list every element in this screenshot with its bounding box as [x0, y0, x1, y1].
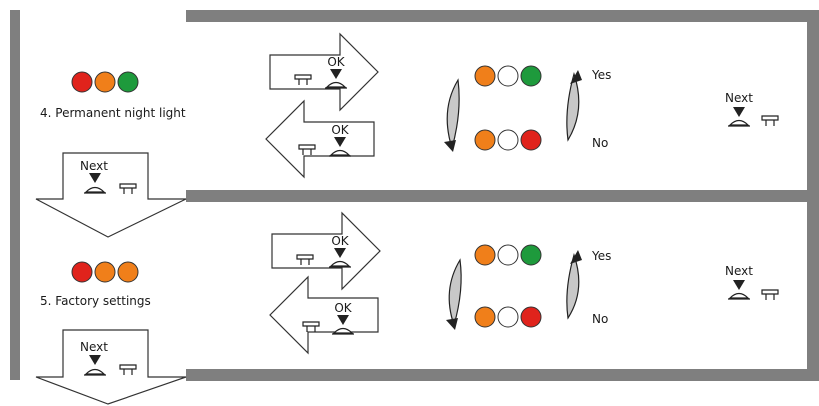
- next-label: Next: [725, 91, 753, 105]
- frame-left-bar: [10, 10, 20, 380]
- frame-bottom-bar: [186, 369, 819, 381]
- option-led: [497, 244, 519, 266]
- next-down-arrow: Next: [35, 152, 187, 238]
- ok-label: OK: [331, 234, 349, 248]
- press-indicator-icon: [733, 280, 745, 290]
- press-indicator-icon: [337, 315, 349, 325]
- dome-button-icon: [727, 292, 751, 300]
- dome-button-icon: [727, 119, 751, 127]
- option-led: [520, 306, 542, 328]
- ok-forward-arrow: OK: [269, 32, 379, 112]
- option-led: [497, 129, 519, 151]
- frame-middle-bar: [186, 190, 819, 202]
- section-factory-settings: 5. Factory settings OK OK: [35, 211, 779, 405]
- option-led: [474, 306, 496, 328]
- indicator-led: [94, 261, 116, 283]
- option-no-leds: [474, 129, 542, 151]
- option-no-leds: [474, 306, 542, 328]
- option-led: [497, 65, 519, 87]
- press-indicator-icon: [334, 137, 346, 147]
- option-led: [474, 244, 496, 266]
- next-label: Next: [80, 340, 108, 354]
- ok-forward-arrow: OK: [271, 211, 381, 291]
- section-title: 5. Factory settings: [40, 294, 151, 308]
- next-button-hint: Next: [725, 264, 779, 301]
- cycle-up-arrow-icon: [566, 250, 582, 320]
- cycle-down-arrow-icon: [446, 258, 462, 330]
- option-yes-leds: [474, 65, 542, 87]
- no-label: No: [592, 312, 608, 326]
- indicator-led: [71, 261, 93, 283]
- mushroom-button-icon: [761, 289, 779, 301]
- yes-label: Yes: [591, 249, 611, 263]
- cycle-up-arrow-icon: [566, 70, 582, 142]
- ok-label: OK: [334, 301, 352, 315]
- yes-label: Yes: [591, 68, 611, 82]
- ok-back-arrow: OK: [265, 99, 375, 179]
- indicator-led: [71, 71, 93, 93]
- next-button-hint: Next: [725, 91, 779, 127]
- ok-back-arrow: OK: [269, 275, 379, 355]
- ok-label: OK: [327, 55, 345, 69]
- option-led: [474, 65, 496, 87]
- option-led: [520, 129, 542, 151]
- mode-indicator-leds: [71, 261, 139, 283]
- option-led: [520, 65, 542, 87]
- ok-label: OK: [331, 123, 349, 137]
- press-indicator-icon: [89, 173, 101, 183]
- indicator-led: [117, 71, 139, 93]
- press-indicator-icon: [733, 107, 745, 117]
- option-led: [497, 306, 519, 328]
- mushroom-button-icon: [761, 115, 779, 127]
- next-down-arrow: Next: [35, 329, 187, 405]
- press-indicator-icon: [334, 248, 346, 258]
- indicator-led: [117, 261, 139, 283]
- press-indicator-icon: [89, 355, 101, 365]
- section-permanent-night-light: 4. Permanent night light OK OK: [35, 32, 779, 238]
- next-label: Next: [80, 159, 108, 173]
- frame-top-bar: [186, 10, 819, 22]
- option-yes-leds: [474, 244, 542, 266]
- indicator-led: [94, 71, 116, 93]
- press-indicator-icon: [330, 69, 342, 79]
- no-label: No: [592, 136, 608, 150]
- mode-indicator-leds: [71, 71, 139, 93]
- option-led: [520, 244, 542, 266]
- cycle-down-arrow-icon: [444, 78, 460, 152]
- section-title: 4. Permanent night light: [40, 106, 186, 120]
- outer-frame: [10, 10, 819, 381]
- next-label: Next: [725, 264, 753, 278]
- option-led: [474, 129, 496, 151]
